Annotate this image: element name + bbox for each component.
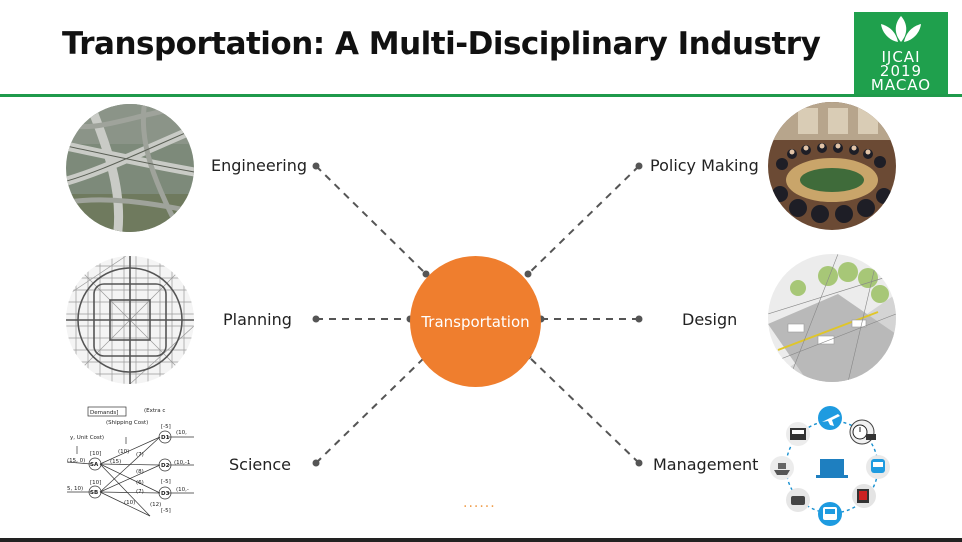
label-policy-making: Policy Making bbox=[650, 156, 759, 175]
label-design: Design bbox=[682, 310, 738, 329]
science-text: D2 bbox=[161, 463, 170, 469]
title-underline bbox=[0, 94, 962, 97]
science-text: D3 bbox=[161, 491, 170, 497]
science-text: SA bbox=[90, 462, 99, 468]
science-text: (7) bbox=[136, 489, 144, 495]
science-text: (6) bbox=[136, 480, 144, 486]
connector-science bbox=[315, 355, 427, 464]
lotus-icon bbox=[881, 16, 921, 42]
conference-meeting-image bbox=[768, 102, 896, 230]
ijcai-logo: IJCAI 2019 MACAO bbox=[854, 12, 948, 94]
train-icon bbox=[866, 455, 890, 479]
science-text: (7) bbox=[136, 452, 144, 458]
science-text: [-5] bbox=[161, 508, 171, 514]
ticket-icon bbox=[786, 422, 810, 446]
bus-icon bbox=[818, 502, 842, 526]
network-flow-diagram: Demands] (Extra c (Shipping Cost) y, Uni… bbox=[64, 404, 199, 529]
science-text: (10, bbox=[176, 430, 187, 436]
science-text: y, Unit Cost) bbox=[70, 435, 104, 441]
clock-icon bbox=[849, 419, 876, 445]
science-text: (15, 0) bbox=[67, 458, 85, 464]
connector-engineering bbox=[315, 165, 427, 275]
science-text: (Shipping Cost) bbox=[106, 420, 148, 426]
connector-policy bbox=[527, 165, 640, 275]
transportation-hub: Transportation bbox=[410, 256, 541, 387]
label-science: Science bbox=[229, 455, 292, 474]
slide-title: Transportation: A Multi-Disciplinary Ind… bbox=[62, 26, 821, 62]
transport-management-icons bbox=[768, 404, 898, 530]
science-text: (10) bbox=[118, 449, 129, 455]
science-text: (15) bbox=[110, 459, 121, 465]
highway-interchange-image bbox=[66, 104, 194, 232]
city-road-map-image bbox=[66, 256, 194, 384]
street-design-image bbox=[768, 254, 896, 382]
science-text: SB bbox=[90, 490, 98, 496]
science-text: [-5] bbox=[161, 424, 171, 430]
center-label: Transportation bbox=[421, 312, 530, 331]
science-text: [-5] bbox=[161, 479, 171, 485]
science-text: (10,-1 bbox=[174, 460, 190, 466]
phone-icon bbox=[786, 488, 810, 512]
label-management: Management bbox=[653, 455, 759, 474]
science-text: [10] bbox=[90, 480, 101, 486]
science-text: 5, 10) bbox=[67, 486, 83, 492]
tablet-icon bbox=[852, 484, 876, 508]
ellipsis: ...... bbox=[463, 495, 496, 511]
laptop-icon bbox=[816, 459, 848, 478]
connector-management bbox=[527, 355, 640, 464]
label-engineering: Engineering bbox=[211, 156, 307, 175]
logo-line3: MACAO bbox=[870, 76, 932, 94]
science-text: [10] bbox=[90, 451, 101, 457]
science-text: (10) bbox=[124, 500, 135, 506]
science-text: (12) bbox=[150, 502, 161, 508]
science-text: Demands] bbox=[90, 410, 118, 416]
logo-line1: IJCAI bbox=[881, 48, 921, 66]
logo-line2: 2019 bbox=[879, 62, 923, 80]
science-text: (Extra c bbox=[144, 408, 165, 414]
label-planning: Planning bbox=[223, 310, 292, 329]
ferry-icon bbox=[770, 456, 794, 480]
bottom-border bbox=[0, 538, 962, 542]
science-text: (10,- bbox=[176, 487, 189, 493]
airplane-icon bbox=[818, 406, 842, 430]
science-text: D1 bbox=[161, 435, 170, 441]
science-text: (8) bbox=[136, 469, 144, 475]
